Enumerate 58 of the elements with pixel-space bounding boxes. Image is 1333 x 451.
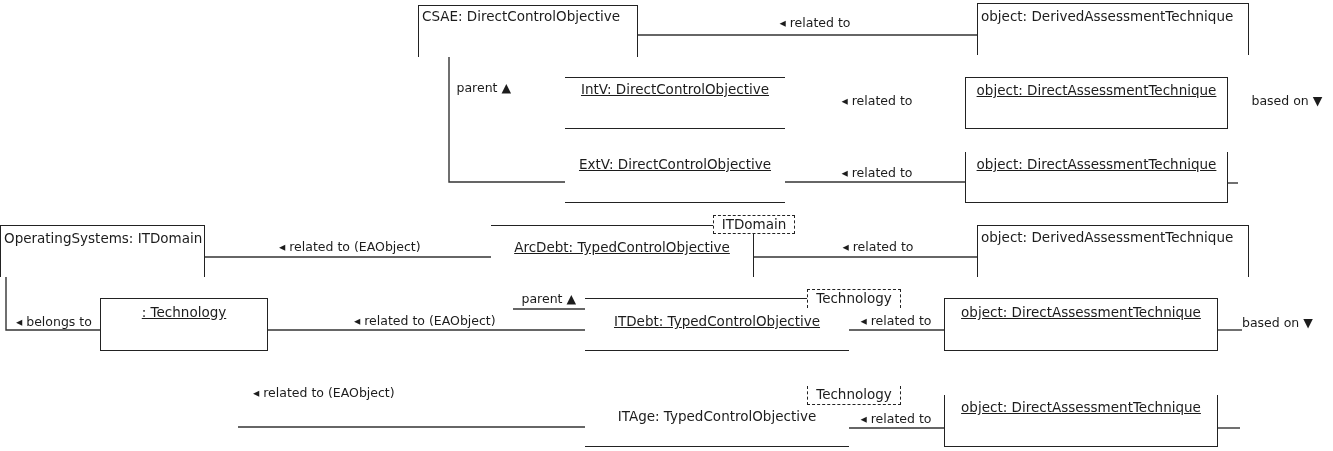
- object-box: [565, 77, 785, 129]
- object-name: ITAge: TypedControlObjective: [617, 408, 817, 425]
- association-line: [204, 256, 492, 258]
- edge-label: parent ▲: [521, 290, 577, 306]
- object-name: object: DirectAssessmentTechnique: [961, 304, 1201, 321]
- object-box: [965, 77, 1228, 129]
- edge-label: parent ▲: [456, 79, 512, 95]
- object-name: object: DirectAssessmentTechnique: [976, 82, 1217, 99]
- association-line: [512, 308, 586, 310]
- object-box: [944, 298, 1218, 351]
- edge-label: ◂ related to (EAObject): [354, 312, 496, 328]
- template-parameter-box: [807, 289, 901, 308]
- association-line: [267, 329, 586, 331]
- object-name: object: DirectAssessmentTechnique: [976, 156, 1217, 173]
- object-name: OperatingSystems: ITDomain: [4, 230, 203, 247]
- edge-label: ◂ related to: [779, 14, 851, 30]
- object-box: [977, 225, 1249, 277]
- edge-label: ◂ related to (EAObject): [253, 384, 395, 400]
- association-line: [1217, 427, 1241, 429]
- association-line: [5, 276, 101, 331]
- object-box: [977, 3, 1249, 55]
- edge-label: ◂ related to: [841, 164, 913, 180]
- association-line: [753, 256, 978, 258]
- object-name: object: DirectAssessmentTechnique: [961, 399, 1201, 416]
- object-box: [965, 152, 1228, 203]
- association-line: [848, 329, 945, 331]
- object-box: [0, 225, 205, 277]
- object-box: [944, 395, 1218, 447]
- association-label: based on ▼: [1251, 92, 1323, 108]
- object-name: ArcDebt: TypedControlObjective: [514, 239, 730, 256]
- object-name: object: DerivedAssessmentTechnique: [981, 229, 1234, 246]
- template-parameter-name: ITDomain: [721, 216, 787, 233]
- association-line: [637, 34, 978, 36]
- association-label: based on ▼: [1242, 314, 1313, 331]
- edge-label: ◂ belongs to: [16, 313, 92, 329]
- object-box: [100, 298, 268, 351]
- object-box: [418, 5, 638, 57]
- template-parameter-box: [807, 386, 901, 405]
- association-line: [848, 427, 945, 429]
- edge-label: ◂ related to (EAObject): [279, 238, 421, 254]
- association-line: [784, 181, 966, 183]
- template-parameter-name: Technology: [816, 386, 892, 403]
- association-line: [1227, 182, 1239, 184]
- object-name: object: DerivedAssessmentTechnique: [981, 8, 1234, 25]
- edge-label: ◂ related to: [860, 410, 932, 426]
- object-name: IntV: DirectControlObjective: [580, 81, 769, 98]
- template-parameter-name: Technology: [816, 290, 892, 307]
- association-label: ◂ related to: [841, 92, 913, 108]
- object-name: ExtV: DirectControlObjective: [579, 156, 771, 173]
- edge-label: ◂ related to: [842, 238, 914, 254]
- object-name: : Technology: [141, 304, 227, 321]
- association-line: [237, 426, 586, 428]
- edge-label: ◂ related to: [860, 312, 932, 328]
- object-name: ITDebt: TypedControlObjective: [614, 313, 820, 330]
- object-name: CSAE: DirectControlObjective: [422, 8, 621, 25]
- association-line: [1217, 329, 1243, 331]
- association-line: [448, 56, 566, 183]
- template-parameter-box: [713, 215, 795, 234]
